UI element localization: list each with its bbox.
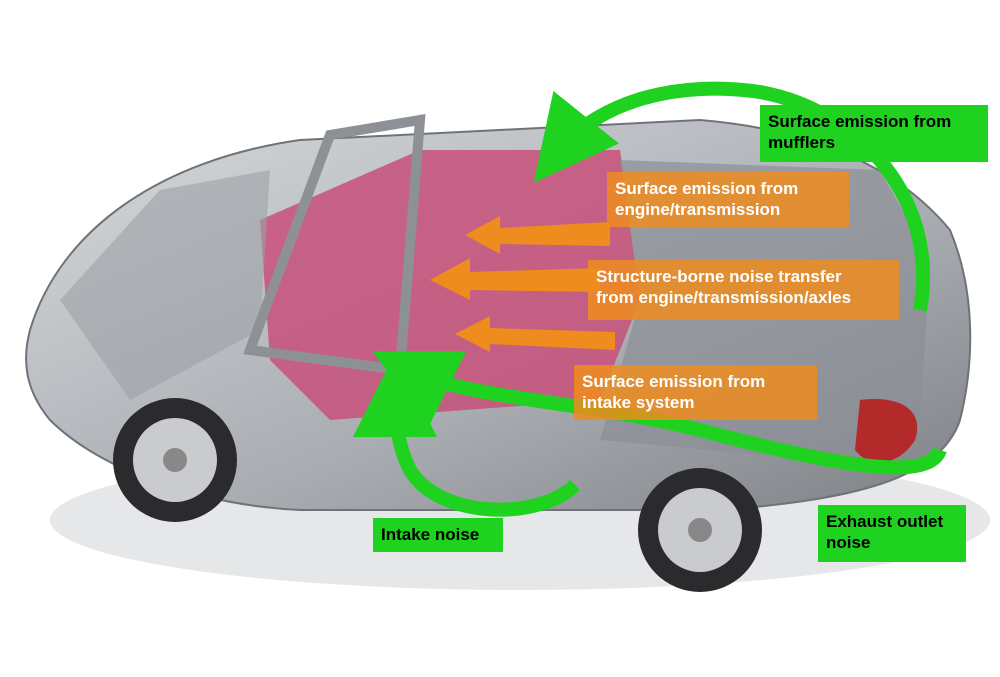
label-structure-borne: Structure-borne noise transfer from engi… — [588, 260, 899, 320]
label-intake-noise: Intake noise — [373, 518, 503, 552]
label-text: Structure-borne noise transfer — [596, 267, 842, 286]
rear-wheel — [638, 468, 762, 592]
label-exhaust-outlet: Exhaust outlet noise — [818, 505, 966, 562]
label-text: engine/transmission — [615, 200, 781, 219]
airborne-arrows — [353, 81, 947, 517]
label-text: intake system — [582, 393, 695, 412]
front-compartment — [60, 170, 270, 400]
front-wheel — [113, 398, 237, 522]
orange-arrow-3 — [455, 316, 615, 352]
orange-arrow-2 — [430, 258, 600, 300]
label-text: mufflers — [768, 133, 836, 152]
label-text: Intake noise — [381, 525, 480, 544]
orange-arrow-1 — [465, 216, 610, 254]
label-engine-transmission: Surface emission from engine/transmissio… — [607, 172, 849, 227]
tail-light — [855, 399, 918, 463]
muffler-arrow — [533, 81, 931, 312]
label-text: Surface emission from — [768, 112, 952, 131]
label-text: Surface emission from — [582, 372, 766, 391]
windshield-frame — [243, 114, 426, 376]
label-intake-system: Surface emission from intake system — [574, 365, 817, 420]
exhaust-arrow — [372, 351, 947, 475]
structure-borne-arrows — [430, 216, 615, 352]
intake-arrow — [353, 353, 580, 517]
label-text: Exhaust outlet — [826, 512, 944, 531]
label-text: noise — [826, 533, 871, 552]
label-text: Surface emission from — [615, 179, 799, 198]
label-mufflers: Surface emission from mufflers — [760, 105, 988, 162]
label-text: from engine/transmission/axles — [596, 288, 852, 307]
